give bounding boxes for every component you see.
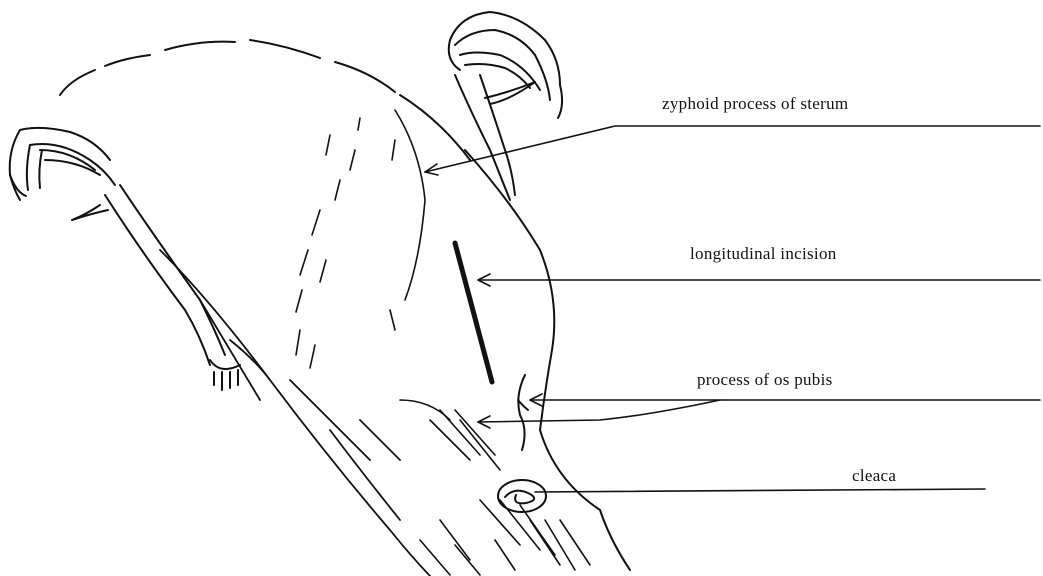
label-cloaca: cleaca (852, 466, 896, 486)
label-xiphoid-process: zyphoid process of sterum (662, 94, 848, 114)
left-leg (72, 185, 240, 390)
sternum-line (395, 110, 425, 300)
right-foot (449, 12, 562, 200)
left-foot (10, 128, 115, 200)
label-longitudinal-incision: longitudinal incision (690, 244, 837, 264)
label-process-os-pubis: process of os pubis (697, 370, 833, 390)
back-contour (160, 250, 430, 576)
tail-strokes (420, 500, 590, 575)
leader-lines (425, 126, 1040, 492)
incision-mark (455, 243, 492, 382)
pubis-process (518, 375, 528, 450)
